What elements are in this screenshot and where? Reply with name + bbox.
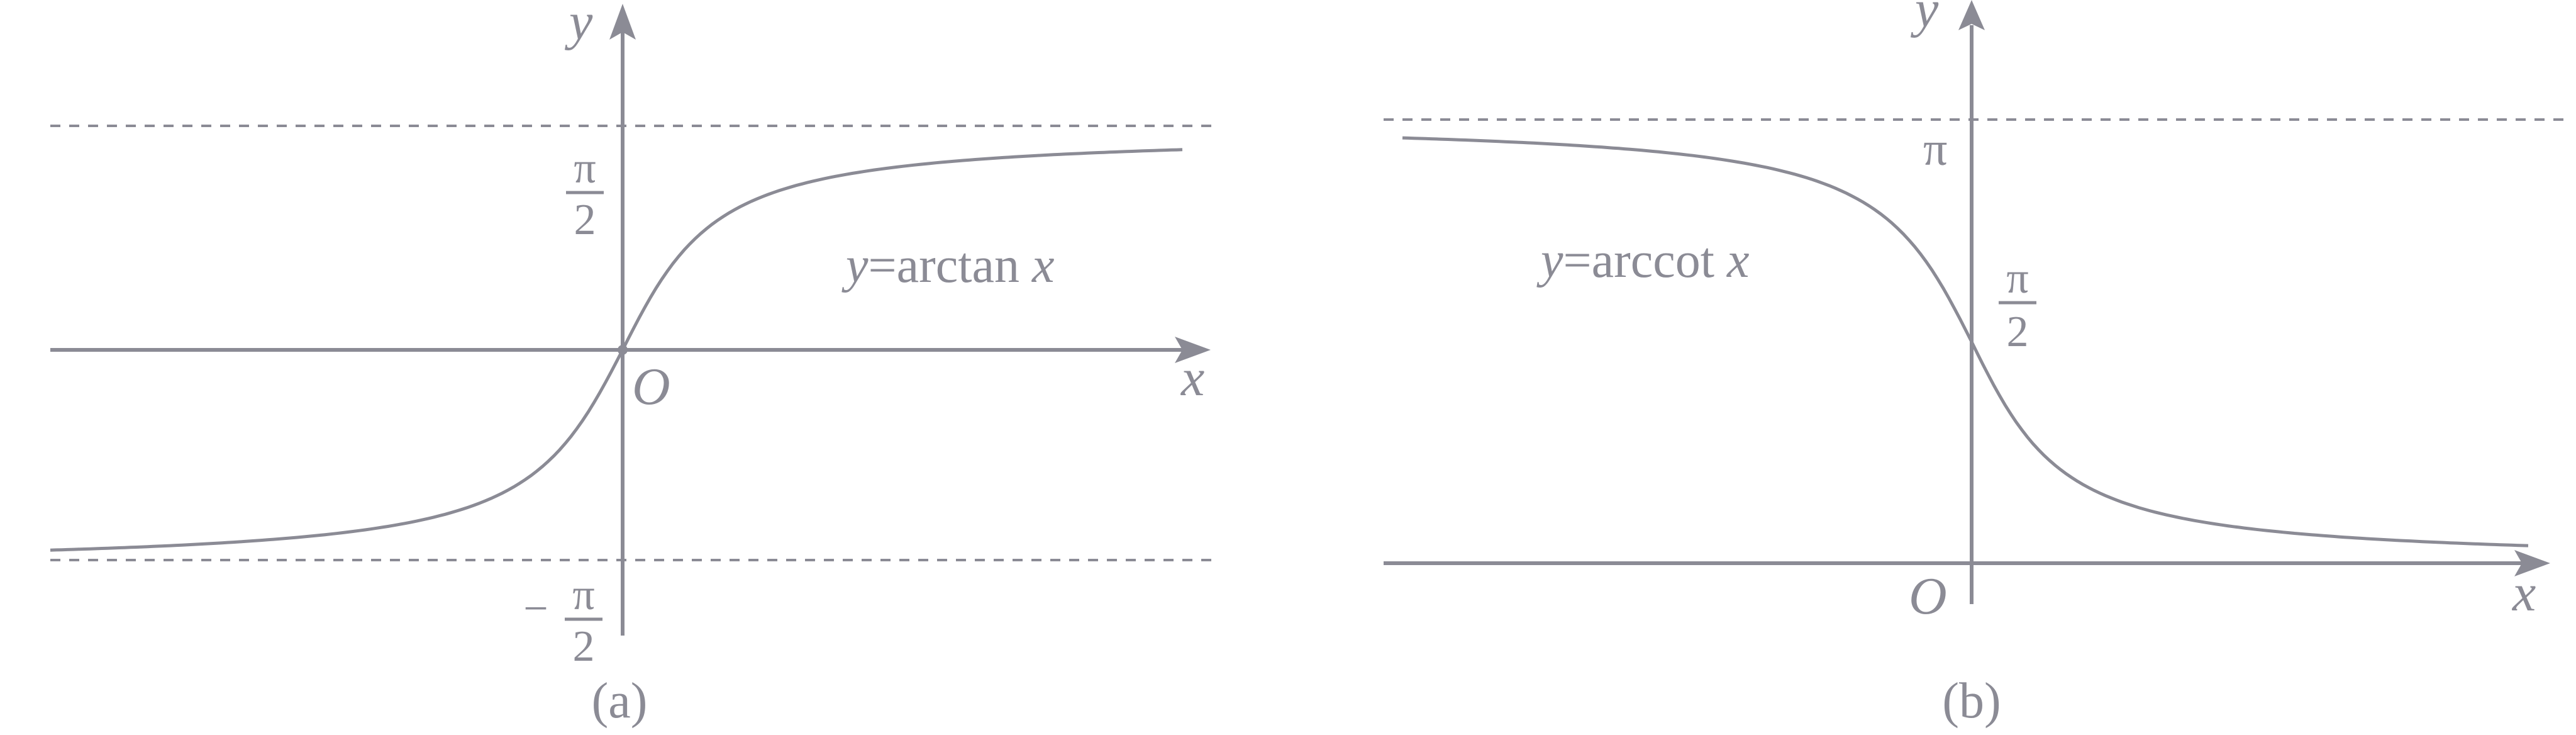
y-axis-label-b: y xyxy=(1910,0,1939,38)
tick-neg-pi-over-2-numerator-a: π xyxy=(572,571,594,619)
tick-label-pi-b: π xyxy=(1923,123,1947,176)
series-label-arctan: y=arctan x xyxy=(841,238,1055,293)
y-axis-label-a: y xyxy=(564,0,593,51)
caption-b: (b) xyxy=(1942,673,2001,729)
chart-b: y x O π π 2 y=arccot x (b) xyxy=(1384,0,2566,729)
tick-label-neg-pi-over-2-a: − π 2 xyxy=(523,571,602,671)
tick-neg-pi-over-2-denominator-a: 2 xyxy=(573,622,595,671)
tick-label-pi-over-2-b: π 2 xyxy=(1999,254,2036,356)
x-axis-arrow-b xyxy=(2514,550,2550,576)
caption-a: (a) xyxy=(592,673,648,729)
tick-pi-over-2-denominator-a: 2 xyxy=(574,196,596,244)
x-axis-label-a: x xyxy=(1180,349,1204,407)
x-axis-arrow-a xyxy=(1175,337,1211,363)
tick-label-pi-over-2-a: π 2 xyxy=(566,144,604,244)
tick-pi-over-2-numerator-a: π xyxy=(574,144,596,193)
series-label-arccot: y=arccot x xyxy=(1536,233,1750,288)
tick-neg-sign-a: − xyxy=(523,585,548,633)
y-axis-arrow-b xyxy=(1958,0,1985,30)
x-axis-label-b: x xyxy=(2511,564,2536,622)
origin-dot-a xyxy=(618,345,628,355)
origin-label-b: O xyxy=(1909,567,1947,626)
chart-a: y x O π 2 − π 2 y=arctan x (a) xyxy=(50,0,1214,729)
series-line-arccot xyxy=(1402,136,2529,547)
y-axis-arrow-a xyxy=(609,4,636,40)
tick-pi-over-2-numerator-b: π xyxy=(2006,254,2028,303)
tick-pi-over-2-denominator-b: 2 xyxy=(2007,308,2029,356)
origin-label-a: O xyxy=(632,357,670,416)
